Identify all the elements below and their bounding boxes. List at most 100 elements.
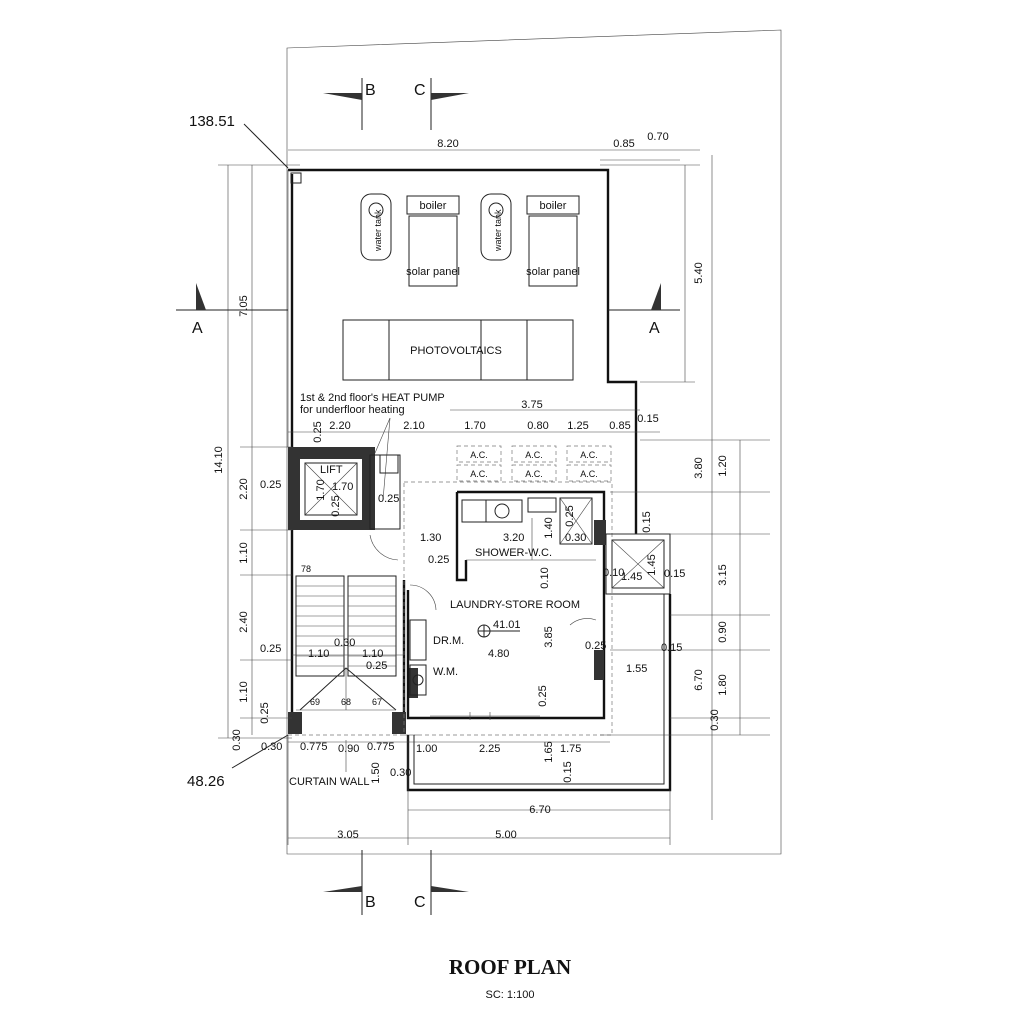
ac-units: A.C. A.C. A.C. A.C. A.C. A.C. <box>456 445 612 482</box>
stair-dimensions: 0.30 1.10 1.10 0.25 <box>292 637 404 672</box>
svg-text:A: A <box>192 320 203 337</box>
svg-text:138.51: 138.51 <box>189 113 235 130</box>
svg-text:67: 67 <box>372 697 382 707</box>
svg-text:0.70: 0.70 <box>647 131 668 143</box>
water-tank-right: water tank <box>480 193 512 261</box>
section-marker-b-bottom: B <box>323 850 376 915</box>
mid-dimensions: 3.75 1.70 0.80 1.25 0.85 0.15 2.20 2.10 … <box>288 399 660 443</box>
svg-text:6.70: 6.70 <box>529 804 550 816</box>
svg-text:0.25: 0.25 <box>260 643 281 655</box>
svg-text:0.30: 0.30 <box>390 767 411 779</box>
svg-text:0.25: 0.25 <box>537 685 549 706</box>
svg-text:4.80: 4.80 <box>488 648 509 660</box>
svg-text:3.05: 3.05 <box>337 829 358 841</box>
svg-text:boiler: boiler <box>540 200 567 212</box>
level-callouts: 138.51 48.26 <box>187 113 289 790</box>
section-marker-c-bottom: C <box>414 850 469 915</box>
site-boundary <box>286 29 782 855</box>
svg-text:B: B <box>365 82 376 99</box>
svg-text:A.C.: A.C. <box>580 450 598 460</box>
svg-text:C: C <box>414 82 426 99</box>
svg-text:2.40: 2.40 <box>238 611 250 632</box>
svg-text:0.25: 0.25 <box>378 493 399 505</box>
svg-text:6.70: 6.70 <box>693 669 705 690</box>
svg-text:3.80: 3.80 <box>693 457 705 478</box>
top-dimensions: 8.20 0.85 0.70 <box>288 131 700 161</box>
level-mark-41-01: 41.01 <box>477 619 521 638</box>
photovoltaics-array: PHOTOVOLTAICS <box>342 319 574 381</box>
lift-dimensions: 1.70 1.70 0.25 0.25 <box>315 479 399 516</box>
heat-pump-note: 1st & 2nd floor's HEAT PUMP for underflo… <box>300 392 445 501</box>
svg-text:5.00: 5.00 <box>495 829 516 841</box>
svg-text:0.85: 0.85 <box>613 138 634 150</box>
svg-text:SHOWER-W.C.: SHOWER-W.C. <box>475 547 552 559</box>
svg-text:0.30: 0.30 <box>334 637 355 649</box>
svg-text:3.15: 3.15 <box>717 564 729 585</box>
svg-text:1.10: 1.10 <box>308 648 329 660</box>
svg-text:PHOTOVOLTAICS: PHOTOVOLTAICS <box>410 345 502 357</box>
svg-text:B: B <box>365 894 376 911</box>
svg-text:1.65: 1.65 <box>543 741 555 762</box>
svg-text:0.30: 0.30 <box>231 729 243 750</box>
svg-text:0.775: 0.775 <box>367 741 395 753</box>
svg-text:41.01: 41.01 <box>493 619 521 631</box>
water-tank-left: water tank <box>360 193 392 261</box>
svg-text:1.70: 1.70 <box>464 420 485 432</box>
svg-text:0.25: 0.25 <box>366 660 387 672</box>
laundry-dimensions: 1.30 0.25 3.20 1.40 0.25 0.30 0.10 3.85 … <box>420 505 606 706</box>
svg-text:0.85: 0.85 <box>609 420 630 432</box>
left-dimensions: 14.10 7.05 2.20 1.10 2.40 1.10 0.25 0.30… <box>213 164 300 751</box>
svg-text:0.25: 0.25 <box>564 505 576 526</box>
right-dimensions: 5.40 3.80 1.20 3.15 0.90 6.70 1.80 0.30 <box>600 155 770 820</box>
svg-text:A.C.: A.C. <box>525 450 543 460</box>
svg-text:2.10: 2.10 <box>403 420 424 432</box>
solar-panel-left: solar panel <box>406 215 460 287</box>
drawing-scale: SC: 1:100 <box>485 989 535 1001</box>
svg-text:1.75: 1.75 <box>560 743 581 755</box>
svg-text:0.25: 0.25 <box>259 702 271 723</box>
svg-text:A.C.: A.C. <box>525 469 543 479</box>
svg-text:A: A <box>649 320 660 337</box>
svg-text:0.10: 0.10 <box>539 567 551 588</box>
svg-text:1.20: 1.20 <box>717 455 729 476</box>
svg-text:1.30: 1.30 <box>420 532 441 544</box>
svg-text:solar panel: solar panel <box>406 266 460 278</box>
svg-text:solar panel: solar panel <box>526 266 580 278</box>
svg-text:0.25: 0.25 <box>260 479 281 491</box>
svg-text:0.30: 0.30 <box>709 709 721 730</box>
svg-text:boiler: boiler <box>420 200 447 212</box>
svg-text:0.15: 0.15 <box>637 413 658 425</box>
svg-text:0.25: 0.25 <box>330 495 342 516</box>
svg-text:1.10: 1.10 <box>238 542 250 563</box>
svg-text:C: C <box>414 894 426 911</box>
svg-text:0.15: 0.15 <box>661 642 682 654</box>
svg-text:1.55: 1.55 <box>626 663 647 675</box>
curtain-wall-label: CURTAIN WALL <box>289 740 369 788</box>
east-dimensions: 1.45 1.45 0.10 0.15 0.15 0.15 1.55 <box>603 511 685 675</box>
svg-text:2.25: 2.25 <box>479 743 500 755</box>
svg-text:3.75: 3.75 <box>521 399 542 411</box>
svg-text:A.C.: A.C. <box>470 450 488 460</box>
svg-text:3.85: 3.85 <box>543 626 555 647</box>
lift-shaft: LIFT <box>288 447 401 530</box>
svg-text:1.10: 1.10 <box>362 648 383 660</box>
section-marker-b-top: B <box>323 78 376 130</box>
svg-text:0.30: 0.30 <box>261 741 282 753</box>
svg-text:1.70: 1.70 <box>315 479 327 500</box>
svg-text:0.90: 0.90 <box>717 621 729 642</box>
svg-text:1.25: 1.25 <box>567 420 588 432</box>
svg-text:2.20: 2.20 <box>329 420 350 432</box>
svg-text:1.10: 1.10 <box>238 681 250 702</box>
svg-text:A.C.: A.C. <box>580 469 598 479</box>
svg-text:for underfloor heating: for underfloor heating <box>300 404 405 416</box>
svg-text:7.05: 7.05 <box>238 295 250 316</box>
svg-text:2.20: 2.20 <box>238 478 250 499</box>
svg-text:DR.M.: DR.M. <box>433 635 464 647</box>
svg-text:0.90: 0.90 <box>338 743 359 755</box>
section-marker-a-right: A <box>608 283 680 337</box>
section-marker-a-left: A <box>176 283 288 337</box>
svg-text:LAUNDRY-STORE ROOM: LAUNDRY-STORE ROOM <box>450 599 580 611</box>
svg-text:1.45: 1.45 <box>646 554 658 575</box>
svg-text:0.15: 0.15 <box>664 568 685 580</box>
